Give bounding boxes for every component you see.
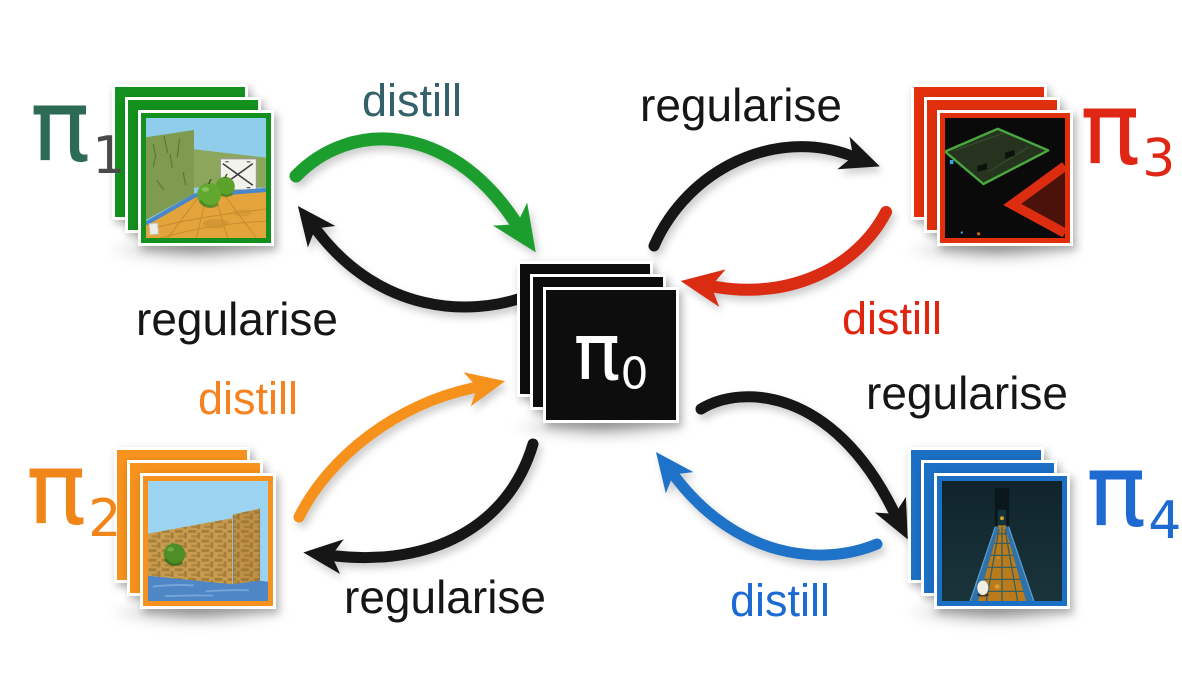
pi0-symbol: π bbox=[573, 307, 621, 398]
pi2-screenshot bbox=[148, 481, 268, 601]
regularise-label-pi4: regularise bbox=[866, 367, 1068, 419]
pi3-label: π3 bbox=[1080, 79, 1175, 186]
pi1-label-subscript: 1 bbox=[92, 126, 126, 186]
distill-label-pi2: distill bbox=[198, 373, 299, 424]
regularise-arrow-center-to-pi3 bbox=[648, 136, 880, 252]
pi4-stack bbox=[908, 447, 1070, 609]
regularise-label-pi1: regularise bbox=[136, 293, 338, 345]
pi1-stack bbox=[112, 84, 274, 246]
pi1-symbol: π bbox=[30, 67, 91, 184]
regularise-arrow-center-to-pi1 bbox=[297, 206, 533, 313]
pi2-card-front bbox=[140, 473, 276, 609]
regularise-arrow-center-to-pi4 bbox=[695, 391, 908, 540]
distill-arrow-pi3-to-center bbox=[680, 206, 892, 307]
pi4-label: π4 bbox=[1086, 441, 1181, 548]
pi2-stack bbox=[114, 447, 276, 609]
pi0-subscript: 0 bbox=[620, 348, 649, 400]
pi3-label-subscript: 3 bbox=[1142, 129, 1176, 189]
pi0-card-front: π0 bbox=[543, 287, 679, 423]
pi2-label: π2 bbox=[26, 439, 121, 546]
pi0-label: π0 bbox=[574, 314, 649, 397]
distill-arrow-pi4-to-center bbox=[655, 451, 883, 561]
pi2-label-subscript: 2 bbox=[88, 489, 122, 549]
distill-label-pi3: distill bbox=[842, 293, 943, 344]
pi4-card-front bbox=[934, 473, 1070, 609]
pi1-label: π1 bbox=[30, 76, 125, 183]
pi3-card-front bbox=[937, 110, 1073, 246]
regularise-label-pi3: regularise bbox=[640, 79, 842, 131]
pi4-label-subscript: 4 bbox=[1148, 491, 1182, 551]
distill-label-pi1: distill bbox=[362, 75, 463, 126]
regularise-label-pi2: regularise bbox=[344, 571, 546, 623]
pi3-symbol: π bbox=[1080, 70, 1141, 187]
distill-label-pi4: distill bbox=[730, 575, 831, 626]
pi0-stack: π0 bbox=[517, 261, 679, 423]
distill-arrow-pi2-to-center bbox=[293, 372, 506, 523]
pi4-symbol: π bbox=[1086, 432, 1147, 549]
pi2-symbol: π bbox=[26, 430, 87, 547]
pi3-stack bbox=[911, 84, 1073, 246]
distill-arrow-pi1-to-center bbox=[289, 132, 536, 253]
pi3-screenshot bbox=[945, 118, 1065, 238]
pi1-screenshot bbox=[146, 118, 266, 238]
pi1-card-front bbox=[138, 110, 274, 246]
pi4-screenshot bbox=[942, 481, 1062, 601]
regularise-arrow-center-to-pi2 bbox=[303, 438, 539, 574]
